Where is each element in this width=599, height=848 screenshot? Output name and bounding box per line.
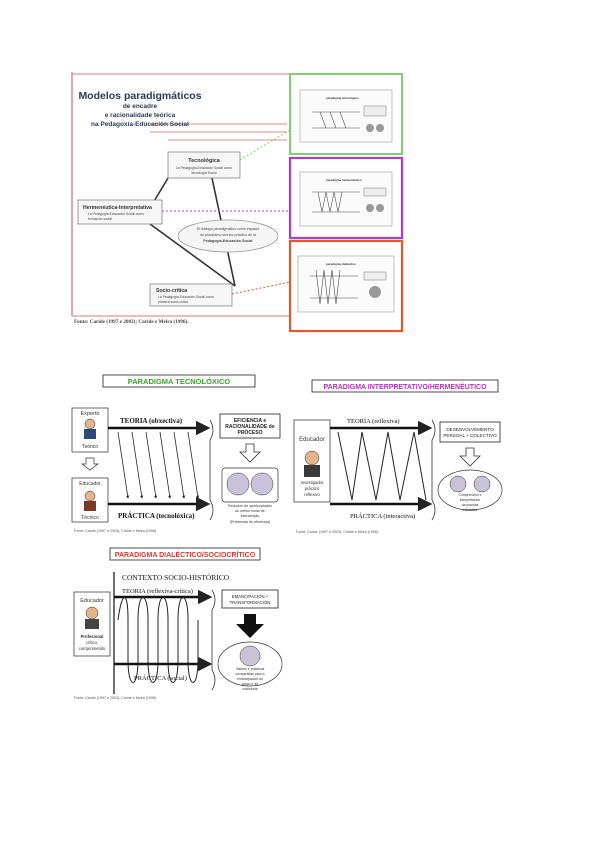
dialectico-source: Fonte: Caride (1997 e 2003); Caride e Me… xyxy=(74,696,157,700)
tecnoloxico-caption-2: ao mellor modo de xyxy=(235,509,265,513)
tecnoloxico-result-1: EFICIENCIA e xyxy=(234,418,267,424)
tecnoloxico-caption-4: (Problemas de eficiencia) xyxy=(230,520,271,524)
tecnoloxico-practica: PRÁCTICA (tecnolóxica) xyxy=(118,512,195,520)
thumb-label-1: paradigma tecnológico xyxy=(326,96,359,100)
green-thumbnail: paradigma tecnológico xyxy=(289,73,403,155)
dialectico-role-3: comprometido xyxy=(79,646,106,651)
interpretativo-result-box xyxy=(439,421,501,443)
dialectico-caption-1: Valores e prácticas xyxy=(236,667,265,671)
tecnoloxico-header-box xyxy=(102,374,256,388)
interpretativo-educador-box xyxy=(293,419,331,503)
title-underlines xyxy=(150,123,287,141)
thumb-label-3: paradigma dialéctico xyxy=(326,262,356,266)
title-line-4: na Pedagoxía-Educación Social xyxy=(91,121,189,128)
dialectico-diagram: PARADIGMA DIALÉCTICO/SOCIOCRÍTICO CONTEX… xyxy=(73,547,283,700)
tecnologica-box xyxy=(167,151,241,179)
hermeneutica-sub2: formación social xyxy=(88,217,112,221)
interpretativo-source: Fonte: Caride (1997 e 2003); Caride e Me… xyxy=(296,530,379,534)
red-connector xyxy=(231,281,291,295)
dialectico-role-1: Profesional xyxy=(81,634,104,639)
educator-person-icon xyxy=(84,490,96,511)
interpretativo-caption-1: Comprensión e xyxy=(459,493,482,497)
sociocritica-title: Socio-crítica xyxy=(156,288,187,294)
tecnoloxico-result-box xyxy=(219,413,281,439)
dialectico-caption-3: emancipación do xyxy=(237,677,263,681)
interpretativo-role-2: práctico xyxy=(305,486,320,491)
top-figure: Modelos paradigmáticos de encadre e raci… xyxy=(71,72,404,333)
sociocritica-sub2: práctica socio-crítica xyxy=(158,300,188,304)
tecnoloxico-header: PARADIGMA TECNOLÓXICO xyxy=(128,377,231,386)
interpretativo-result-1: DESENVOLVEMENTO xyxy=(446,427,494,432)
tecnico-role: Técnico xyxy=(81,515,99,521)
tecnologica-sub1: La Pedagogía-Educación Social como xyxy=(176,166,232,170)
sociocritica-sub1: La Pedagogía-Educación Social como xyxy=(158,295,214,299)
hollow-down-arrow-icon xyxy=(80,457,100,471)
dialectico-header: PARADIGMA DIALÉCTICO/SOCIOCRÍTICO xyxy=(115,550,256,559)
interpretativo-result-2: PERSOAL + COLECTIVO xyxy=(443,433,497,438)
top-source: Fonte: Caride (1997 e 2003); Caride e Me… xyxy=(74,318,189,325)
dialectico-educador: Educador xyxy=(80,598,104,604)
tecnologica-sub2: tecnología Social xyxy=(191,171,216,175)
tecnoloxico-result-3: PROCESO xyxy=(237,430,262,436)
solid-down-arrow-icon xyxy=(236,614,264,638)
dialectico-result-box xyxy=(221,589,279,609)
tecnoloxico-diagram: PARADIGMA TECNOLÓXICO Experto Teórico Ed… xyxy=(71,374,281,533)
tecnoloxico-caption-1: Redución de oportunidades xyxy=(228,504,272,508)
theory-to-practice-arrows xyxy=(117,431,200,499)
interpretativo-caption-4: educativa xyxy=(463,508,478,512)
interpretativo-educador: Educador xyxy=(299,437,325,443)
dialectic-spiral xyxy=(117,597,199,683)
dialectico-caption-5: sociedade xyxy=(242,687,258,691)
experto-label: Experto xyxy=(81,411,100,417)
interpretativo-diagram: PARADIGMA INTERPRETATIVO/HERMENÉUTICO Ed… xyxy=(293,379,503,534)
hermeneutica-box xyxy=(77,199,163,225)
green-connector xyxy=(239,129,291,161)
center-text-1: El diálogo paradigmático como espacio xyxy=(197,227,260,231)
experto-role: Teórico xyxy=(82,444,98,450)
researcher-person-icon xyxy=(304,450,320,477)
tecnoloxico-source: Fonte: Caride (1997 e 2003); Caride e Me… xyxy=(74,529,157,533)
dialectico-result-1: EMANCIPACIÓN + xyxy=(232,594,269,599)
interpretativo-caption-3: da práctica xyxy=(462,503,479,507)
dialectico-teoria: TEORIA (reflexiva-crítica) xyxy=(122,588,193,595)
center-text-2: de pluralismo teórico-práctico de la xyxy=(200,233,256,237)
tecnoloxico-result-2: RACIONALIDADE do xyxy=(225,424,274,430)
hollow-down-arrow-icon xyxy=(459,447,481,467)
tecnologica-title: Tecnológica xyxy=(188,158,221,164)
title-line-3: e racionalidade teórica xyxy=(105,112,176,119)
reflection-zigzag xyxy=(337,431,427,501)
red-thumbnail: paradigma dialéctico xyxy=(288,239,404,333)
tecnoloxico-caption-3: intervenção xyxy=(241,514,260,518)
center-ellipse xyxy=(177,219,279,253)
critical-professional-person-icon xyxy=(85,606,99,629)
dialectico-contexto: CONTEXTO SOCIO-HISTÓRICO xyxy=(122,572,230,582)
interpretativo-role-1: Investigador xyxy=(301,480,324,485)
purple-thumbnail: paradigma hermenéutico xyxy=(288,156,404,240)
dialectico-practica: PRÁCTICA (social) xyxy=(134,674,187,682)
dialectico-caption-2: compartidas para a xyxy=(235,672,264,676)
educador-label: Educador xyxy=(79,481,101,487)
dialectico-result-2: TRANSFORMACIÓN xyxy=(230,600,271,605)
title-line-1: Modelos paradigmáticos xyxy=(78,90,201,102)
interpretativo-header: PARADIGMA INTERPRETATIVO/HERMENÉUTICO xyxy=(323,382,487,391)
title-line-2: de encadre xyxy=(123,103,158,110)
hermeneutica-title: Hermenéutica-Interpretativa xyxy=(83,205,152,211)
dialectico-header-box xyxy=(109,547,261,561)
hermeneutica-sub1: La Pedagogía-Educación Social como xyxy=(88,212,144,216)
dialectico-caption-4: grupo e da xyxy=(242,682,258,686)
dialectico-role-2: crítico, xyxy=(86,640,98,645)
sociocritica-box xyxy=(149,283,233,307)
interpretativo-teoria: TEORÍA (reflexiva) xyxy=(347,417,400,425)
tecnoloxico-teoria: TEORIA (obxectiva) xyxy=(120,417,183,425)
interpretativo-role-3: reflexivo xyxy=(304,492,320,497)
interpretativo-header-box xyxy=(311,379,499,393)
hollow-down-arrow-icon xyxy=(239,443,261,463)
interpretativo-practica: PRÁCTICA (interactiva) xyxy=(350,512,415,520)
thumb-label-2: paradigma hermenéutico xyxy=(326,178,362,182)
center-text-3: Pedagogía-Educación Social xyxy=(203,239,252,243)
interpretativo-caption-2: interpretación xyxy=(460,498,481,502)
expert-person-icon xyxy=(84,418,96,439)
